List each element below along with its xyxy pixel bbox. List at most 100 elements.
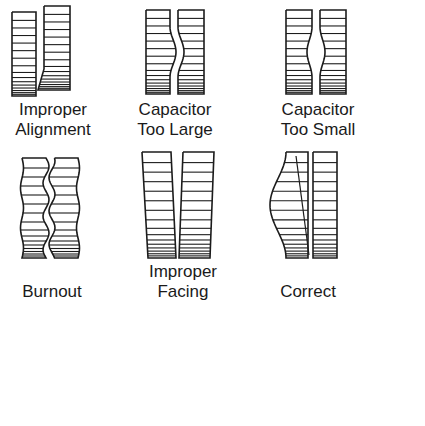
band-stroke [179,255,210,256]
band-stroke [23,212,44,213]
column-outline [49,158,79,258]
band-stroke [144,181,173,182]
column-outline [320,10,346,94]
band-stroke [44,29,70,30]
band-stroke [181,63,204,64]
band-stroke [146,63,173,64]
band-stroke [22,176,44,177]
band-stroke [38,88,70,89]
conductor-column [178,10,204,94]
band-stroke [44,52,70,53]
band-stroke [51,203,79,204]
band-stroke [320,75,346,76]
band-stroke [12,85,36,86]
band-stroke [320,88,346,89]
band-stroke [323,41,346,42]
band-stroke [277,228,308,229]
conductor-column [38,6,70,90]
band-stroke [12,35,36,36]
band-stroke [146,18,170,19]
band-stroke [313,228,337,229]
band-stroke [147,247,175,248]
band-stroke [148,255,176,256]
band-stroke [180,234,211,235]
band-stroke [182,181,213,182]
band-stroke [313,172,337,173]
band-stroke [286,85,312,86]
column-outline [146,10,176,94]
column-outline [270,152,308,258]
band-stroke [178,92,204,93]
column-outline [12,12,36,96]
band-stroke [12,90,36,91]
band-stroke [12,87,36,88]
band-stroke [286,83,312,84]
band-stroke [313,219,337,220]
band-stroke [313,191,337,192]
band-stroke [182,172,213,173]
conductor-column [142,152,176,258]
band-stroke [283,244,308,245]
band-stroke [146,33,171,34]
column-outline [21,158,50,258]
band-stroke [146,79,170,80]
column-outline [286,10,312,94]
band-stroke [50,248,80,249]
band-stroke [53,167,80,168]
band-stroke [286,79,312,80]
band-stroke [12,81,36,82]
band-stroke [183,162,214,163]
band-stroke [181,200,212,201]
band-stroke [286,33,311,34]
band-stroke [286,88,312,89]
band-stroke [146,228,174,229]
band-stroke [23,251,43,252]
band-stroke [178,83,204,84]
band-stroke [320,83,346,84]
band-stroke [54,255,79,256]
band-stroke [146,75,170,76]
band-stroke [281,172,308,173]
weld-flash-line [296,156,309,255]
band-stroke [179,251,210,252]
band-stroke [40,84,70,85]
band-stroke [320,79,346,80]
band-stroke [52,235,78,236]
band-stroke [286,70,311,71]
band-stroke [23,203,48,204]
band-stroke [39,86,70,87]
conductor-column [21,158,50,258]
band-stroke [180,228,211,229]
band-stroke [146,92,170,93]
band-stroke [179,247,210,248]
band-stroke [41,79,70,80]
band-stroke [285,247,308,248]
band-stroke [286,25,312,26]
band-stroke [313,251,337,252]
figure-caption: Correct [258,282,358,302]
band-stroke [44,59,70,60]
band-stroke [23,244,44,245]
band-stroke [179,253,210,254]
band-stroke [23,253,44,254]
band-stroke [146,88,170,89]
band-stroke [313,234,337,235]
band-stroke [184,48,204,49]
band-stroke [184,56,204,57]
band-stroke [147,234,175,235]
band-stroke [325,48,346,49]
band-stroke [321,33,346,34]
band-stroke [277,181,308,182]
band-stroke [12,43,36,44]
band-stroke [143,162,172,163]
band-stroke [21,221,44,222]
band-stroke [42,75,70,76]
conductor-column [270,152,308,258]
band-stroke [43,71,70,72]
band-stroke [320,90,346,91]
band-stroke [44,21,70,22]
band-stroke [286,41,309,42]
band-stroke [146,56,176,57]
band-stroke [55,229,77,230]
